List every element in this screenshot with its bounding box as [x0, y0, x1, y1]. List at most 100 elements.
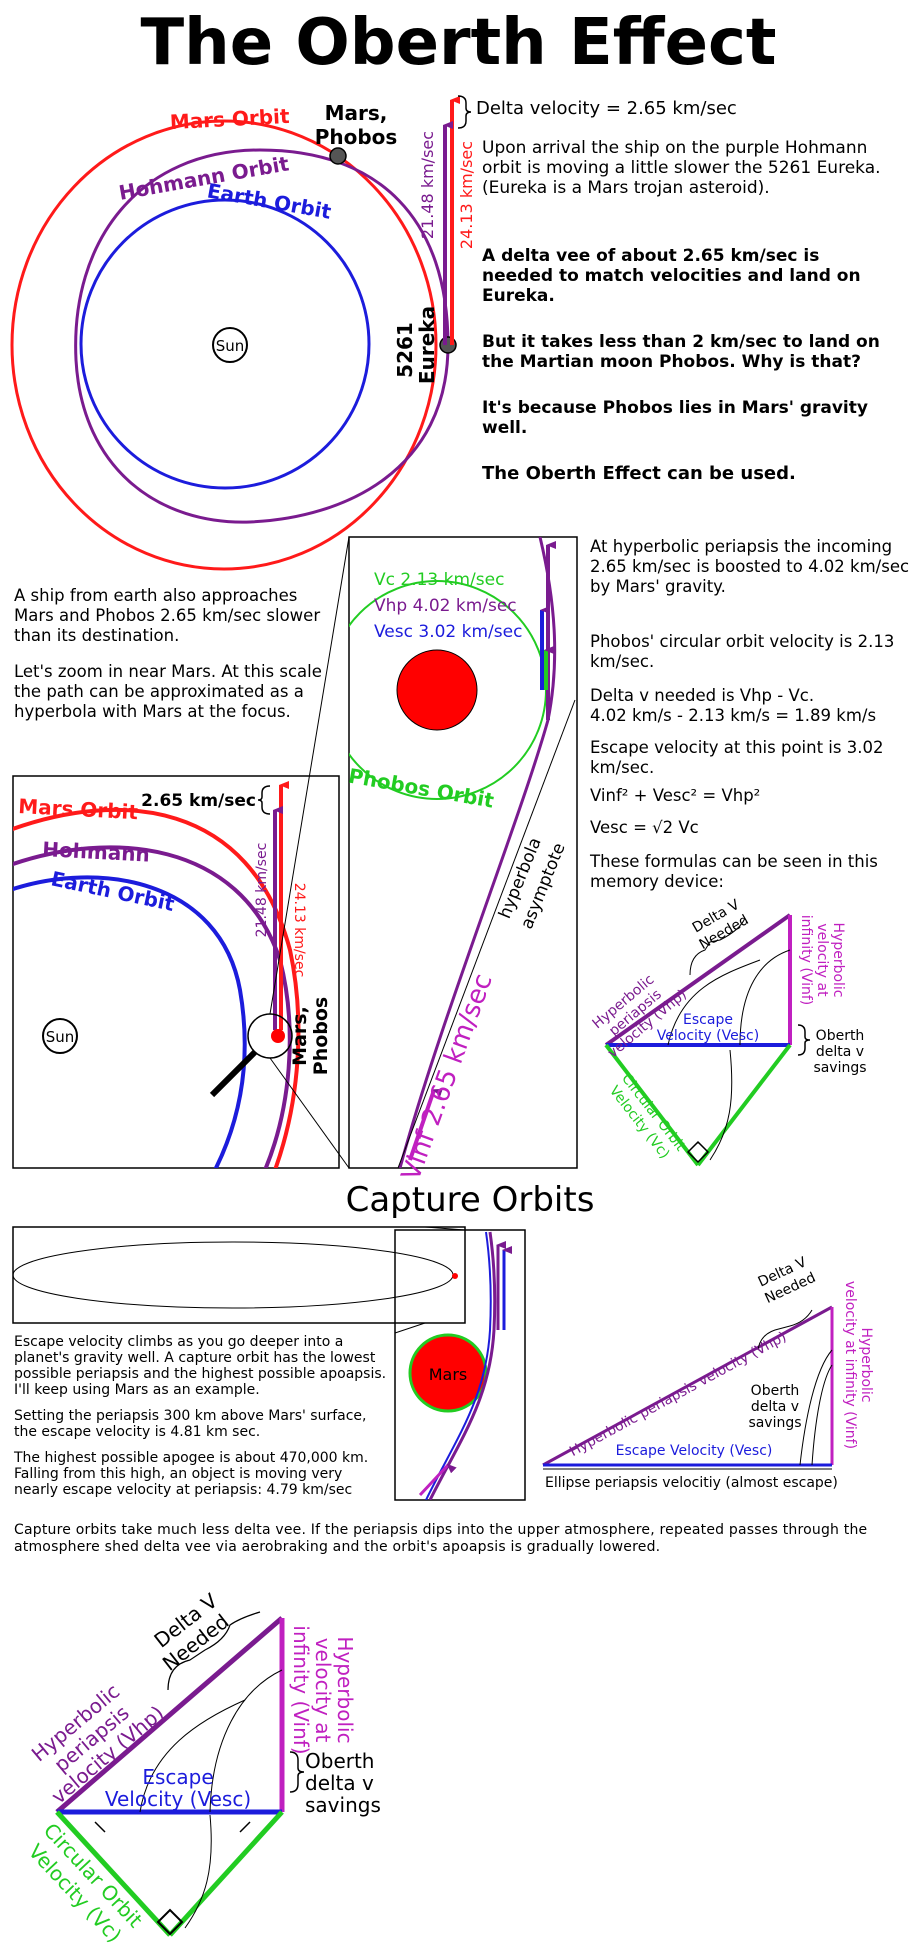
right-angle-mark: [686, 1140, 710, 1164]
gravity-well-paragraph: It's because Phobos lies in Mars' gravit…: [482, 398, 868, 438]
sun: [212, 327, 248, 363]
md1-escape-2: Velocity (Vesc): [657, 1028, 759, 1044]
t2-arc-1: [209, 1669, 283, 1813]
capture-diagram: Mars: [12, 1226, 526, 1501]
t2-brace-needed: [167, 1611, 261, 1691]
capture-ellipse: [12, 1241, 454, 1309]
t2-hyp-inf-2: velocity at: [311, 1638, 335, 1743]
t2-tick-2: [239, 1821, 251, 1833]
magnifier-handle: [209, 1049, 258, 1098]
oberth-statement: The Oberth Effect can be used.: [482, 463, 796, 484]
mars-phobos-label-1: Mars,: [325, 101, 388, 125]
zoom-sun-label: Sun: [46, 1028, 75, 1046]
zoom-velocity-21: 21.48 km/sec: [254, 843, 270, 938]
phobos-velocity-text: Phobos' circular orbit velocity is 2.13 …: [590, 632, 895, 671]
pythagoras-formula: Vinf² + Vesc² = Vhp²: [590, 786, 761, 805]
t2-oberth-1: Oberth: [305, 1749, 374, 1773]
md1-hyp-inf-1: Hyperbolic: [830, 923, 846, 998]
zoom-velocity-24: 24.13 km/sec: [291, 883, 307, 978]
triangle-circ-2: [696, 1043, 792, 1167]
triangle-circ-1: [604, 1043, 700, 1167]
mars-body: [396, 649, 478, 731]
memory-device-1: Delta V Needed Hyperbolic velocity at in…: [590, 897, 867, 1167]
ct-arc-2: [811, 1364, 833, 1466]
zoom-mars-phobos-2: Phobos: [310, 997, 332, 1075]
velocity-label-21: 21.48 km/sec: [418, 131, 437, 239]
ct-arc-1: [799, 1349, 833, 1466]
capture-text-3: The highest possible apogee is about 470…: [14, 1450, 369, 1498]
brace-oberth-1: [797, 1024, 811, 1056]
phobos-orbit-label: Phobos Orbit: [347, 764, 497, 813]
md1-escape-1: Escape: [683, 1012, 733, 1028]
hyperbola-panel: Vc 2.13 km/sec Vhp 4.02 km/sec Vesc 3.02…: [347, 536, 578, 1185]
t2-oberth-3: savings: [305, 1793, 381, 1817]
mars-phobos-dot: [329, 147, 347, 165]
vc-label: Vc 2.13 km/sec: [374, 570, 504, 590]
ct-oberth-3: savings: [748, 1415, 801, 1431]
approach-paragraph: A ship from earth also approaches Mars a…: [14, 586, 321, 645]
mars-orbit: [10, 119, 438, 571]
capture-text-1: Escape velocity climbs as you go deeper …: [14, 1334, 387, 1398]
hyperbola-path: [398, 537, 557, 1168]
ct-ellipse-label: Ellipse periapsis velocitiy (almost esca…: [545, 1475, 838, 1491]
delta-v-calc-text: 4.02 km/s - 2.13 km/s = 1.89 km/s: [590, 706, 877, 725]
zoom-earth-orbit: [13, 875, 247, 1168]
earth-orbit: [79, 198, 371, 490]
ct-oberth-1: Oberth: [751, 1383, 800, 1399]
intro-paragraph: Upon arrival the ship on the purple Hohm…: [482, 138, 881, 198]
zoom-panel: Sun 2.65 km/sec Mars Orbit Hohmann Earth…: [12, 775, 340, 1169]
zoom-sun: [42, 1018, 78, 1054]
md1-hyp-inf-2: velocity at: [814, 923, 830, 997]
t2-hyp-periapsis: [55, 1616, 284, 1814]
delta-brace: [457, 95, 472, 129]
vhp-label: Vhp 4.02 km/sec: [374, 596, 517, 616]
capture-connector-mid: [394, 1322, 426, 1334]
t2-escape-1: Escape: [142, 1765, 213, 1789]
md1-hyp-inf-3: infinity (Vinf): [798, 915, 814, 1005]
mars-phobos-label-2: Phobos: [315, 125, 398, 149]
sun-label: Sun: [216, 337, 245, 355]
delta-v-formula-text: Delta v needed is Vhp - Vc.: [590, 686, 815, 705]
zoom-mars-phobos-1: Mars,: [289, 1006, 311, 1066]
ct-hyp-periapsis: [542, 1305, 833, 1467]
capture-mars-dot: [452, 1273, 458, 1279]
t2-circ-2: [168, 1810, 284, 1937]
periapsis-boost-text: At hyperbolic periapsis the incoming 2.6…: [590, 537, 910, 596]
capture-mars-label: Mars: [429, 1365, 468, 1384]
zoom-hohmann-label: Hohmann: [42, 837, 151, 867]
zoom-delta-label: 2.65 km/sec: [141, 791, 256, 811]
aerobraking-note: Capture orbits take much less delta vee.…: [14, 1522, 868, 1555]
zoom-brace: [257, 785, 271, 815]
vesc-label: Vesc 3.02 km/sec: [374, 622, 522, 642]
mars-orbit-label: Mars Orbit: [169, 104, 290, 134]
eureka-label-1: 5261: [393, 322, 417, 378]
velocity-label-24: 24.13 km/sec: [457, 141, 476, 249]
escape-velocity-text: Escape velocity at this point is 3.02 km…: [590, 738, 884, 777]
zoom-connector-top: [269, 536, 350, 1015]
zoom-hohmann: [13, 845, 292, 1168]
ct-oberth-2: delta v: [751, 1399, 799, 1415]
capture-text-2: Setting the periapsis 300 km above Mars'…: [14, 1408, 367, 1440]
ct-brace: [757, 1309, 813, 1351]
earth-orbit-label: Earth Orbit: [205, 178, 333, 223]
hyperbola-asymptote: [397, 699, 576, 1168]
capture-hyperbola: [428, 1231, 497, 1500]
arc-2: [667, 959, 761, 1046]
md1-oberth-2: delta v: [816, 1044, 864, 1060]
zoom-paragraph: Let's zoom in near Mars. At this scale t…: [14, 662, 322, 721]
ct-hyp-inf-2: Hyperbolic: [858, 1328, 874, 1403]
capture-vinf-arrow: [418, 1463, 457, 1497]
t2-hyp-inf-1: Hyperbolic: [333, 1636, 357, 1743]
triangle-hyp-periapsis: [604, 913, 792, 1047]
brace-needed-1: [689, 917, 746, 976]
delta-velocity-label: Delta velocity = 2.65 km/sec: [476, 98, 737, 119]
t2-hyp-inf-3: infinity (Vinf): [289, 1625, 313, 1754]
arc-3: [709, 1049, 733, 1161]
t2-tick-1: [94, 1821, 106, 1833]
zoom-earth-orbit-label: Earth Orbit: [49, 866, 177, 916]
page-title: The Oberth Effect: [140, 6, 777, 80]
vinf-arrow: [408, 1088, 443, 1161]
t2-right-angle: [156, 1908, 184, 1936]
zoom-mars-dot: [271, 1029, 285, 1043]
